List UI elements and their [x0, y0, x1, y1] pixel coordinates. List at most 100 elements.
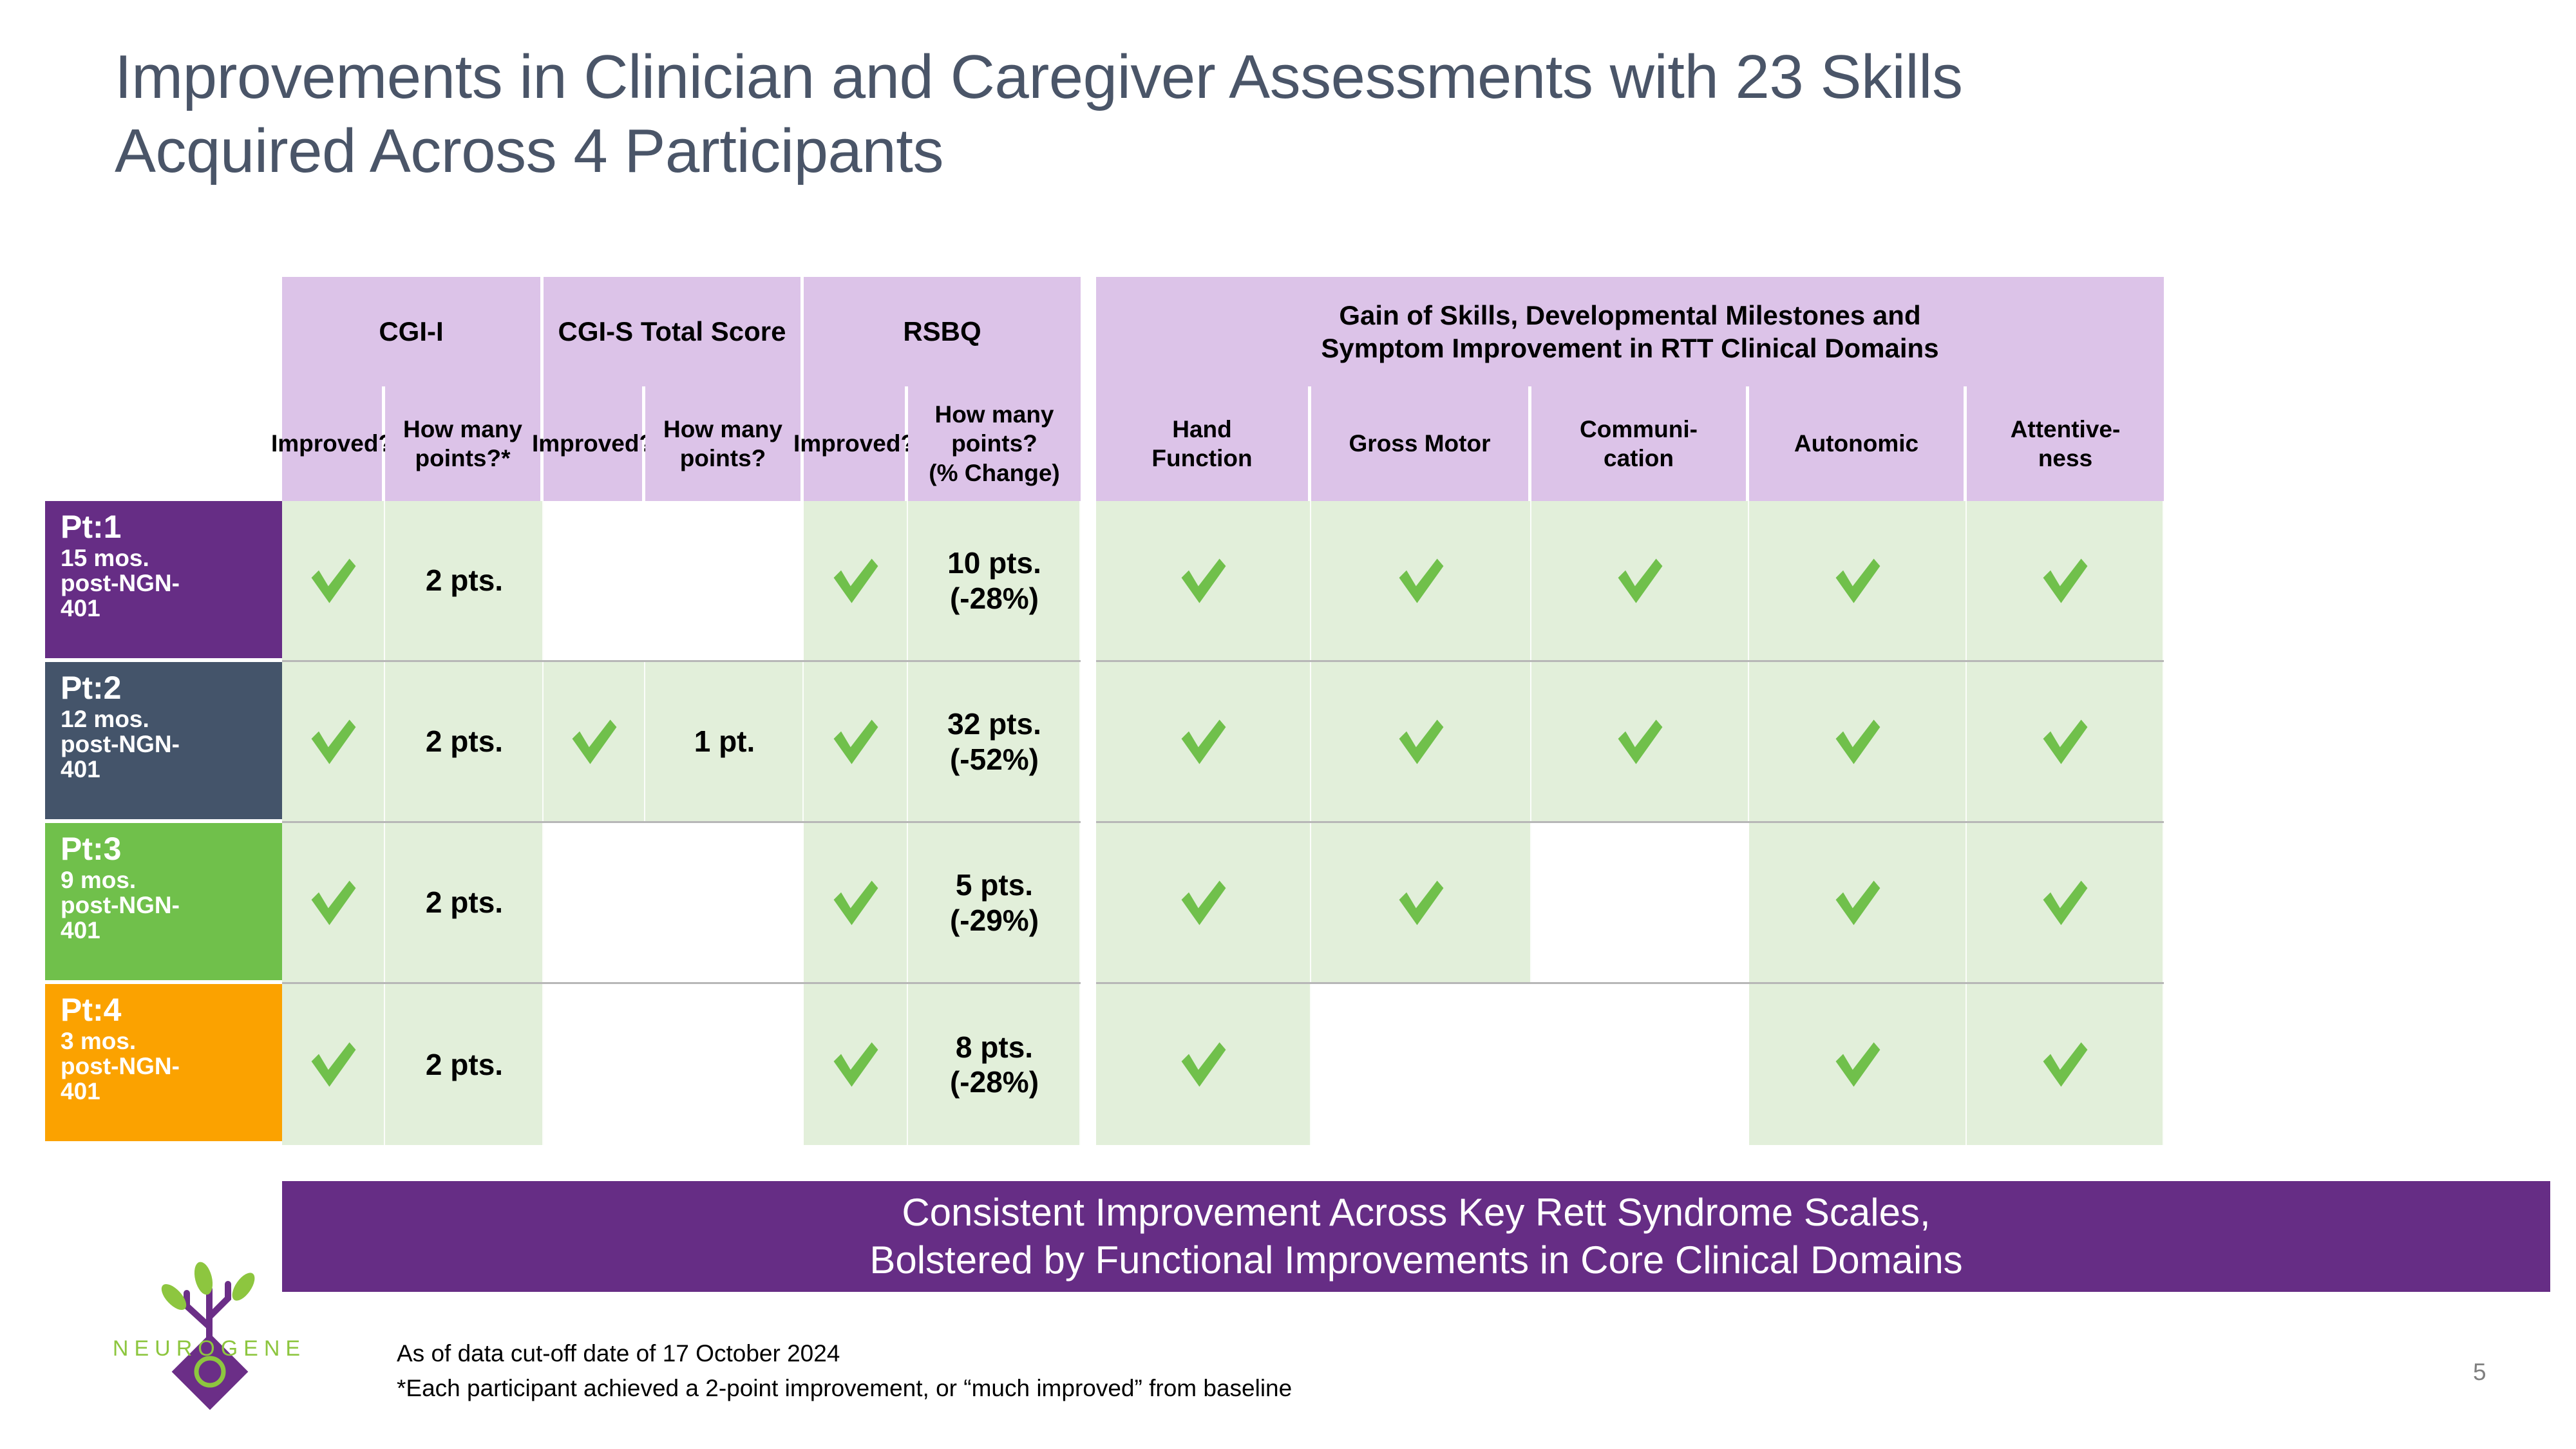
cell-pt2-autonomic	[1749, 662, 1967, 823]
table-gap	[1081, 501, 1096, 662]
checkmark-icon	[572, 719, 617, 764]
logo-wordmark: NEUROGENE	[112, 1336, 307, 1361]
checkmark-icon	[833, 880, 878, 925]
checkmark-icon	[833, 1042, 878, 1087]
subheader-corner-spacer	[45, 386, 282, 501]
cell-pt3-cgi-s-points	[645, 823, 804, 984]
group-header-cgi-i: CGI-I	[282, 277, 544, 386]
cell-pt2-rsbq-improved	[804, 662, 908, 823]
table-gap	[1081, 823, 1096, 984]
cell-pt3-hand-function	[1096, 823, 1311, 984]
summary-banner: Consistent Improvement Across Key Rett S…	[282, 1181, 2550, 1292]
checkmark-icon	[311, 880, 356, 925]
checkmark-icon	[2043, 1042, 2088, 1087]
cell-pt2-attentiveness	[1967, 662, 2164, 823]
pt-sub: 9 mos. post-NGN- 401	[61, 867, 180, 944]
checkmark-icon	[1399, 558, 1444, 603]
subheader-cgi-i-improved: Improved?	[271, 386, 393, 501]
cell-pt4-cgi-s-improved	[544, 984, 645, 1145]
cell-pt3-rsbq-improved	[804, 823, 908, 984]
cell-pt3-cgi-i-points: 2 pts.	[385, 823, 544, 984]
checkmark-icon	[1835, 719, 1880, 764]
subheader-gross-motor: Gross Motor	[1311, 386, 1531, 501]
checkmark-icon	[311, 1042, 356, 1087]
subheader-hand-function: Hand Function	[1096, 386, 1311, 501]
subheader-communication: Communi- cation	[1531, 386, 1749, 501]
group-header-rsbq: RSBQ	[804, 277, 1081, 386]
checkmark-icon	[833, 558, 878, 603]
cell-pt1-gross-motor	[1311, 501, 1531, 662]
cell-pt2-rsbq-points: 32 pts.(-52%)	[908, 662, 1081, 823]
pt-sub: 15 mos. post-NGN- 401	[61, 545, 180, 622]
logo-mark-icon	[161, 1262, 255, 1410]
cell-pt2-cgi-i-improved	[282, 662, 385, 823]
subheader-attentiveness: Attentive- ness	[1967, 386, 2164, 501]
cell-pt1-attentiveness	[1967, 501, 2164, 662]
cell-pt3-rsbq-points: 5 pts.(-29%)	[908, 823, 1081, 984]
subheader-cgi-s-improved: Improved?	[532, 386, 654, 501]
neurogene-logo: NEUROGENE	[90, 1249, 328, 1417]
cell-pt3-cgi-s-improved	[544, 823, 645, 984]
pt-name: Pt:4	[61, 992, 122, 1028]
checkmark-icon	[1618, 719, 1663, 764]
subheader-autonomic: Autonomic	[1749, 386, 1967, 501]
cell-pt1-cgi-i-improved	[282, 501, 385, 662]
group-header-cgi-s: CGI-S Total Score	[544, 277, 804, 386]
checkmark-icon	[1181, 1042, 1226, 1087]
cell-pt4-communication	[1531, 984, 1749, 1145]
checkmark-icon	[2043, 719, 2088, 764]
cell-pt4-gross-motor	[1311, 984, 1531, 1145]
cell-pt2-cgi-i-points: 2 pts.	[385, 662, 544, 823]
table-gap	[1081, 386, 1096, 501]
cell-pt4-cgi-i-points: 2 pts.	[385, 984, 544, 1145]
cell-pt2-hand-function	[1096, 662, 1311, 823]
checkmark-icon	[1618, 558, 1663, 603]
cell-pt2-communication	[1531, 662, 1749, 823]
subheader-rsbq-points: How many points? (% Change)	[908, 386, 1081, 501]
cell-pt1-rsbq-improved	[804, 501, 908, 662]
cell-pt1-communication	[1531, 501, 1749, 662]
cell-pt1-hand-function	[1096, 501, 1311, 662]
page-title: Improvements in Clinician and Caregiver …	[115, 43, 1963, 186]
cell-pt4-rsbq-improved	[804, 984, 908, 1145]
group-header-skills: Gain of Skills, Developmental Milestones…	[1096, 277, 2164, 386]
cell-pt4-cgi-i-improved	[282, 984, 385, 1145]
cell-pt4-autonomic	[1749, 984, 1967, 1145]
pt-name: Pt:1	[61, 509, 122, 545]
cell-pt1-cgi-s-points	[645, 501, 804, 662]
cell-pt4-rsbq-points: 8 pts.(-28%)	[908, 984, 1081, 1145]
cell-pt1-autonomic	[1749, 501, 1967, 662]
subheader-rsbq-improved: Improved?	[793, 386, 915, 501]
subheader-cgi-i-points: How many points?*	[385, 386, 544, 501]
table-gap	[1081, 984, 1096, 1145]
table-gap	[1081, 662, 1096, 823]
cell-pt1-cgi-s-improved	[544, 501, 645, 662]
cell-pt4-cgi-s-points	[645, 984, 804, 1145]
checkmark-icon	[1399, 719, 1444, 764]
checkmark-icon	[1835, 880, 1880, 925]
cell-pt2-cgi-s-points: 1 pt.	[645, 662, 804, 823]
cell-pt4-hand-function	[1096, 984, 1311, 1145]
header-corner-spacer	[45, 277, 282, 386]
pt-name: Pt:2	[61, 670, 122, 706]
cell-pt1-cgi-i-points: 2 pts.	[385, 501, 544, 662]
pt-name: Pt:3	[61, 831, 122, 867]
cell-pt3-communication	[1531, 823, 1749, 984]
checkmark-icon	[311, 719, 356, 764]
cell-pt1-rsbq-points: 10 pts.(-28%)	[908, 501, 1081, 662]
footnotes: As of data cut-off date of 17 October 20…	[397, 1340, 1293, 1401]
cell-pt3-attentiveness	[1967, 823, 2164, 984]
checkmark-icon	[1835, 558, 1880, 603]
cell-pt3-cgi-i-improved	[282, 823, 385, 984]
cell-pt4-attentiveness	[1967, 984, 2164, 1145]
cell-pt2-cgi-s-improved	[544, 662, 645, 823]
checkmark-icon	[2043, 880, 2088, 925]
pt-sub: 12 mos. post-NGN- 401	[61, 706, 180, 783]
checkmark-icon	[1181, 558, 1226, 603]
checkmark-icon	[2043, 558, 2088, 603]
